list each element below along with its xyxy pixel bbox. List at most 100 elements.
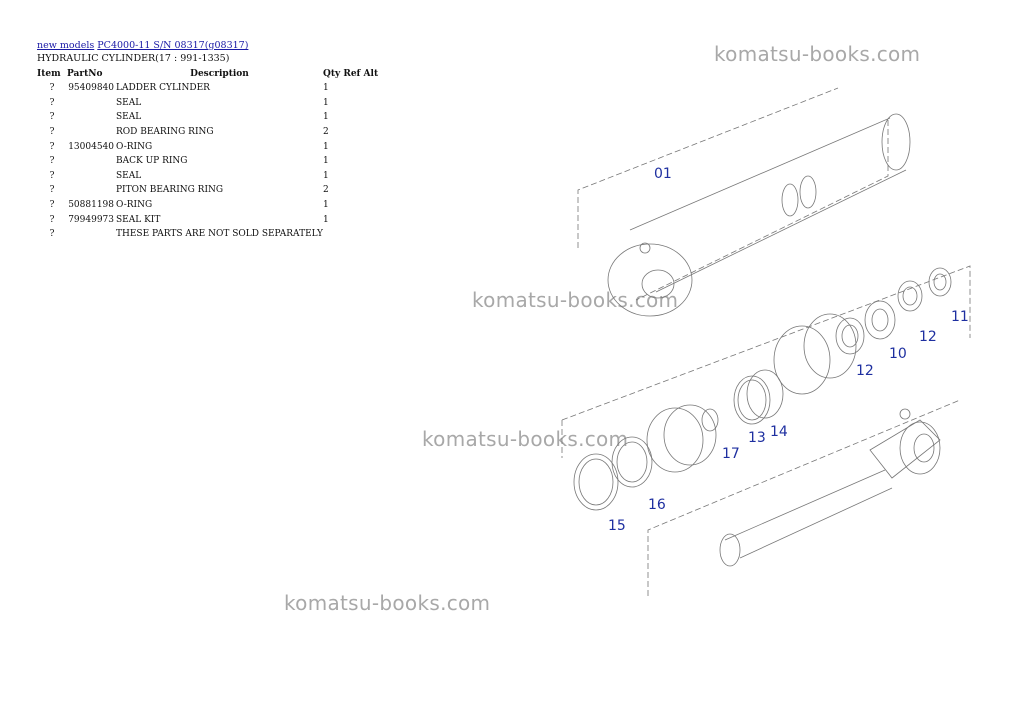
row-item: ? bbox=[49, 156, 55, 167]
watermark: komatsu-books.com bbox=[472, 288, 679, 312]
watermark: komatsu-books.com bbox=[284, 591, 491, 615]
barrel-eye-hole bbox=[641, 269, 675, 299]
parts-table: Item PartNo Description Qty Ref Alt ? 954… bbox=[37, 67, 383, 242]
row-partno: 95409840 bbox=[68, 83, 114, 94]
barrel-end bbox=[881, 113, 911, 171]
barrel-port bbox=[799, 175, 817, 209]
row-item: ? bbox=[49, 185, 55, 196]
rod-outline bbox=[647, 399, 961, 596]
row-item: ? bbox=[49, 141, 55, 152]
row-partno bbox=[67, 110, 116, 125]
row-partno bbox=[67, 169, 116, 184]
row-item: ? bbox=[49, 229, 55, 240]
ring bbox=[897, 280, 923, 312]
row-qty: 1 bbox=[322, 141, 329, 152]
row-item: ? bbox=[49, 97, 55, 108]
ring bbox=[835, 317, 865, 355]
table-row: ? BACK UP RING 1 bbox=[37, 154, 383, 169]
piston-seal bbox=[663, 404, 717, 466]
rod-eye-ring bbox=[899, 421, 941, 475]
table-row: ? ROD BEARING RING 2 bbox=[37, 125, 383, 140]
exploded-parts-diagram: 01 11 12 10 12 13 14 17 16 15 bbox=[561, 87, 971, 596]
ring bbox=[573, 453, 619, 511]
row-qty: 1 bbox=[322, 214, 329, 225]
row-item: ? bbox=[49, 83, 55, 94]
callout-label: 12 bbox=[856, 363, 874, 379]
row-item: ? bbox=[49, 170, 55, 181]
barrel-port bbox=[781, 183, 799, 217]
table-row: ? SEAL 1 bbox=[37, 110, 383, 125]
row-qty: 2 bbox=[322, 127, 329, 138]
o-ring bbox=[701, 408, 719, 432]
row-description: PITON BEARING RING bbox=[116, 185, 224, 196]
rod-edge bbox=[724, 469, 886, 541]
ring-inner bbox=[841, 324, 859, 348]
callout-label: 16 bbox=[648, 497, 666, 513]
ring-inner bbox=[616, 441, 648, 483]
seal-group-outline bbox=[561, 265, 971, 421]
ring-inner bbox=[737, 379, 767, 421]
callout-label: 10 bbox=[889, 346, 907, 362]
row-qty: 1 bbox=[322, 156, 329, 167]
row-item: ? bbox=[49, 112, 55, 123]
row-qty: 1 bbox=[322, 112, 329, 123]
breadcrumb-link-new-models[interactable]: new models bbox=[37, 40, 95, 51]
barrel-outline bbox=[635, 120, 889, 301]
callout-label: 15 bbox=[608, 518, 626, 534]
ring bbox=[611, 436, 653, 488]
row-description: SEAL bbox=[116, 97, 142, 108]
breadcrumb-link-model[interactable]: PC4000-11 S/N 08317(g08317) bbox=[97, 40, 249, 51]
row-partno bbox=[67, 154, 116, 169]
header-item: Item bbox=[37, 69, 61, 79]
watermark: komatsu-books.com bbox=[422, 427, 629, 451]
row-partno bbox=[67, 227, 116, 242]
row-qty bbox=[323, 227, 383, 242]
row-description: SEAL bbox=[116, 112, 142, 123]
barrel-outline bbox=[577, 87, 839, 248]
breadcrumb: new models PC4000-11 S/N 08317(g08317) bbox=[37, 40, 248, 51]
row-qty: 1 bbox=[322, 170, 329, 181]
row-item: ? bbox=[49, 200, 55, 211]
callout-label: 17 bbox=[722, 446, 740, 462]
callout-label: 13 bbox=[748, 430, 766, 446]
rod-eye bbox=[869, 419, 941, 479]
row-partno: 13004540 bbox=[68, 141, 114, 152]
ring bbox=[746, 369, 784, 419]
row-partno: 79949973 bbox=[68, 214, 114, 225]
row-description: THESE PARTS ARE NOT SOLD SEPARATELY bbox=[116, 229, 323, 240]
row-description: LADDER CYLINDER bbox=[116, 83, 210, 94]
ring-inner bbox=[871, 308, 889, 332]
ring bbox=[864, 300, 896, 340]
callout-label: 12 bbox=[919, 329, 937, 345]
callout-label: 01 bbox=[654, 166, 672, 182]
row-item: ? bbox=[49, 127, 55, 138]
ring-inner bbox=[933, 273, 947, 291]
piston-back bbox=[803, 313, 857, 379]
piston-face bbox=[773, 325, 831, 395]
barrel-edge bbox=[655, 169, 907, 293]
row-partno: 50881198 bbox=[68, 200, 114, 211]
watermark: komatsu-books.com bbox=[714, 42, 921, 66]
barrel-edge bbox=[629, 117, 891, 231]
header-description: Description bbox=[190, 69, 249, 79]
row-partno bbox=[67, 96, 116, 111]
table-header-row: Item PartNo Description Qty Ref Alt bbox=[37, 67, 383, 81]
barrel-eye bbox=[607, 243, 693, 317]
grease-nipple bbox=[899, 408, 911, 420]
rod-thread-end bbox=[719, 533, 741, 567]
row-qty: 1 bbox=[322, 83, 329, 94]
row-description: SEAL KIT bbox=[116, 214, 161, 225]
row-item: ? bbox=[49, 214, 55, 225]
row-partno bbox=[67, 183, 116, 198]
row-qty: 1 bbox=[322, 200, 329, 211]
row-description: ROD BEARING RING bbox=[116, 127, 214, 138]
callout-label: 11 bbox=[951, 309, 969, 325]
row-description: BACK UP RING bbox=[116, 156, 188, 167]
row-qty: 1 bbox=[322, 97, 329, 108]
table-row: ? SEAL 1 bbox=[37, 96, 383, 111]
